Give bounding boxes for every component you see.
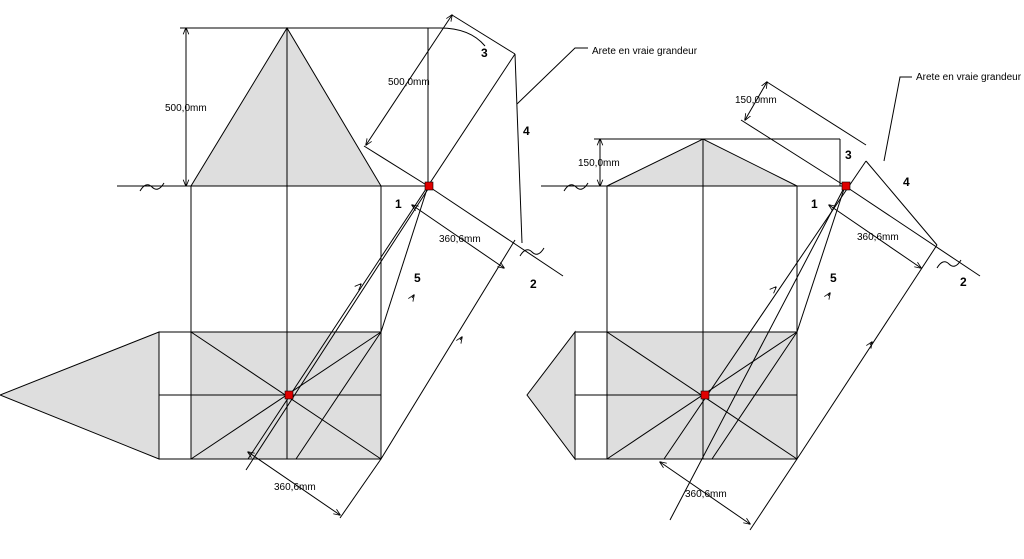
left-point-2: 2: [530, 277, 537, 291]
left-elevation-roof: [190, 27, 382, 187]
right-elevation-roof: [606, 138, 798, 187]
right-dim-height: 150,0mm: [578, 158, 620, 169]
left-true-length-edge: [514, 53, 523, 244]
right-marker-top: [841, 181, 851, 191]
right-point-2: 2: [960, 275, 967, 289]
right-dim-diag-top: 360,6mm: [857, 232, 899, 243]
right-dim-true-length: 150,0mm: [735, 95, 777, 106]
left-marker-top: [424, 181, 434, 191]
right-annotation: Arete en vraie grandeur: [916, 72, 1022, 83]
left-view: 500,0mm 500,0mm 360,6mm 360,6mm 1 2 3 4 …: [0, 15, 698, 519]
right-true-length-edge: [865, 160, 938, 246]
left-point-1: 1: [395, 197, 402, 211]
left-dim-diag-top: 360,6mm: [439, 234, 481, 245]
right-marker-plan: [700, 390, 710, 400]
left-annotation: Arete en vraie grandeur: [592, 46, 698, 57]
right-point-4: 4: [903, 175, 910, 189]
right-view: 150,0mm 150,0mm 360,6mm 360,6mm 1 2 3 4 …: [526, 72, 1022, 531]
left-dim-height: 500,0mm: [165, 103, 207, 114]
right-profile-triangle: [526, 330, 576, 461]
left-point-5: 5: [414, 271, 421, 285]
right-point-3: 3: [845, 148, 852, 162]
right-point-5: 5: [830, 271, 837, 285]
left-dim-diag-bottom: 360,6mm: [274, 482, 316, 493]
right-dim-diag-bottom: 360,6mm: [685, 489, 727, 500]
left-point-4: 4: [523, 124, 530, 138]
left-marker-plan: [284, 390, 294, 400]
left-dim-true-length: 500,0mm: [388, 77, 430, 88]
right-point-1: 1: [811, 197, 818, 211]
left-profile-triangle: [0, 331, 160, 460]
left-point-3: 3: [481, 46, 488, 60]
